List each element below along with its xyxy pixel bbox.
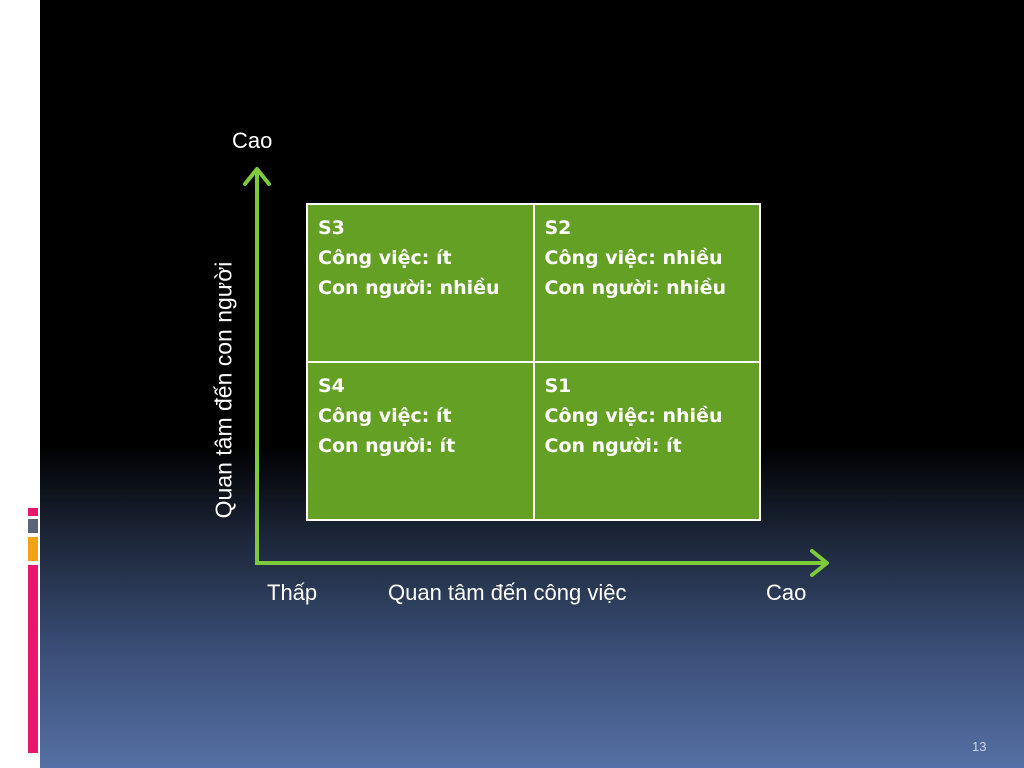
x-axis-high-label: Cao	[766, 580, 807, 605]
quadrant-task: Công việc: nhiều	[544, 247, 723, 269]
quadrant-s1: S1 Công việc: nhiều Con người: ít	[534, 363, 759, 519]
y-axis-title: Quan tâm đến con người	[210, 261, 237, 519]
left-accent-bars	[28, 508, 38, 753]
quadrant-s3: S3 Công việc: ít Con người: nhiều	[308, 205, 533, 361]
quadrant-people: Con người: nhiều	[318, 277, 500, 299]
quadrant-task: Công việc: ít	[318, 247, 452, 269]
y-axis-arrow-icon	[243, 167, 271, 186]
y-axis-high-label: Cao	[232, 128, 273, 153]
x-axis-low-label: Thấp	[267, 580, 318, 605]
quadrant-grid: S3 Công việc: ít Con người: nhiều S2 Côn…	[306, 203, 761, 521]
quadrant-people: Con người: nhiều	[544, 277, 727, 299]
quadrant-task: Công việc: ít	[318, 405, 452, 427]
quadrant-style: S3	[318, 217, 345, 239]
quadrant-people: Con người: ít	[544, 435, 682, 457]
quadrant-people: Con người: ít	[318, 435, 456, 457]
quadrant-style: S4	[318, 375, 345, 397]
quadrant-task: Công việc: nhiều	[544, 405, 723, 427]
x-axis-title: Quan tâm đến công việc	[388, 580, 627, 605]
quadrant-style: S2	[544, 217, 572, 239]
quadrant-s2: S2 Công việc: nhiều Con người: nhiều	[534, 205, 759, 361]
stripe-pattern	[20, 18, 40, 120]
quadrant-style: S1	[544, 375, 572, 397]
x-axis-arrow-icon	[810, 549, 829, 577]
quadrant-s4: S4 Công việc: ít Con người: ít	[308, 363, 533, 519]
page-number: 13	[972, 739, 987, 754]
